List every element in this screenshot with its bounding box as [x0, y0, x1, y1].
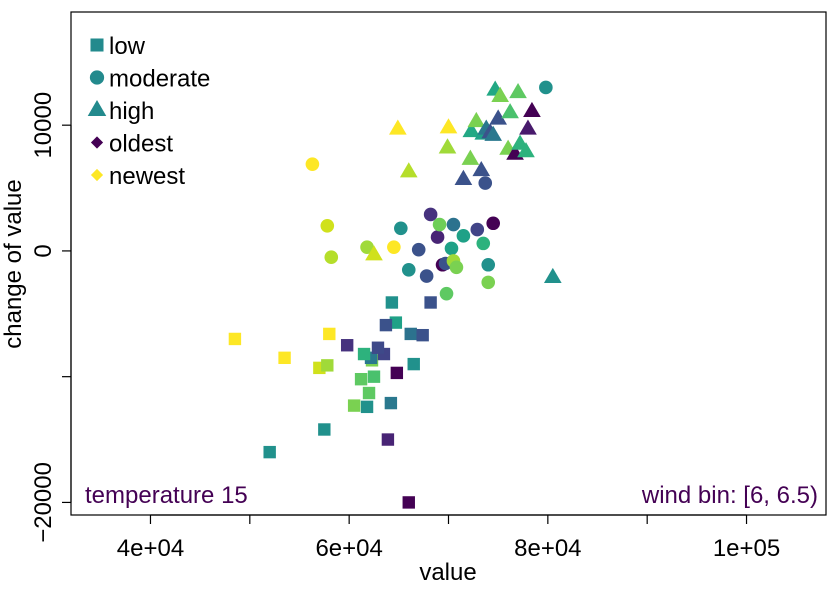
point-moderate	[446, 217, 461, 232]
x-tick-label: 4e+04	[117, 535, 184, 562]
point-moderate	[439, 286, 454, 301]
point-high	[519, 119, 537, 135]
legend: low moderate high oldest newest	[87, 33, 210, 190]
point-high	[501, 103, 519, 119]
point-high	[462, 121, 481, 138]
point-low	[278, 351, 291, 365]
point-moderate	[394, 221, 408, 236]
point-high	[461, 149, 480, 165]
legend-label-oldest: oldest	[109, 131, 173, 158]
x-axis: 4e+04 6e+04 8e+04 1e+05	[117, 514, 780, 562]
point-moderate	[324, 250, 339, 265]
point-moderate	[430, 230, 445, 244]
x-tick-label: 6e+04	[315, 535, 382, 562]
point-low	[357, 347, 371, 361]
point-moderate	[387, 240, 401, 254]
legend-label-high: high	[109, 98, 154, 125]
point-moderate	[539, 80, 553, 95]
y-axis-label: change of value	[0, 179, 27, 348]
y-tick-label: −20000	[30, 462, 57, 543]
point-moderate	[481, 275, 496, 290]
point-high	[484, 125, 503, 141]
y-axis: −20000 0 10000	[30, 92, 72, 543]
point-moderate	[305, 157, 320, 171]
point-moderate	[320, 218, 335, 233]
point-low	[323, 327, 336, 341]
wind-bin-annotation: wind bin: [6, 6.5)	[641, 482, 818, 509]
point-low	[390, 366, 404, 380]
point-low	[384, 396, 398, 410]
point-low	[424, 296, 437, 309]
point-moderate	[481, 257, 496, 272]
point-high	[389, 119, 407, 135]
point-low	[354, 372, 368, 386]
point-low	[347, 399, 361, 412]
legend-label-low: low	[109, 33, 146, 60]
point-moderate	[360, 240, 374, 254]
point-low	[263, 445, 276, 459]
point-high	[365, 245, 383, 261]
y-tick-label: 0	[30, 244, 57, 257]
point-low	[416, 328, 429, 342]
point-moderate	[449, 260, 464, 275]
points-layer	[228, 80, 562, 509]
point-moderate	[456, 229, 471, 243]
point-low	[340, 339, 354, 352]
legend-marker-oldest	[90, 136, 104, 149]
point-low	[367, 370, 381, 383]
point-high	[489, 109, 508, 125]
point-moderate	[478, 176, 493, 190]
point-high	[438, 138, 457, 154]
point-high	[517, 142, 535, 158]
point-high	[491, 86, 509, 102]
point-low	[318, 423, 331, 436]
point-low	[407, 357, 420, 371]
point-low	[379, 318, 393, 332]
point-high	[467, 111, 486, 128]
point-moderate	[411, 242, 426, 257]
point-moderate	[401, 262, 416, 277]
point-high	[523, 101, 541, 118]
point-low	[371, 341, 385, 354]
legend-marker-high	[87, 100, 107, 116]
x-axis-label: value	[419, 559, 476, 586]
point-high	[454, 169, 473, 185]
point-low	[228, 332, 242, 346]
point-low	[402, 496, 415, 509]
point-moderate	[444, 241, 459, 256]
point-low	[385, 296, 399, 309]
point-moderate	[432, 217, 447, 232]
x-tick-label: 1e+05	[713, 535, 780, 562]
point-low	[381, 433, 395, 446]
legend-label-newest: newest	[109, 163, 185, 190]
temperature-annotation: temperature 15	[85, 482, 248, 509]
point-moderate	[419, 269, 434, 283]
point-high	[439, 118, 458, 134]
point-moderate	[486, 216, 501, 231]
y-tick-label: 10000	[30, 92, 57, 159]
point-high	[509, 82, 527, 99]
legend-marker-low	[90, 38, 104, 52]
point-moderate	[423, 207, 438, 222]
x-tick-label: 8e+04	[514, 535, 581, 562]
legend-label-moderate: moderate	[109, 66, 210, 93]
point-low	[389, 316, 403, 329]
point-high	[543, 267, 562, 284]
legend-marker-newest	[90, 168, 104, 182]
point-moderate	[476, 236, 491, 251]
legend-marker-moderate	[89, 70, 105, 85]
point-high	[399, 162, 418, 178]
point-low	[362, 386, 376, 400]
point-high	[472, 160, 491, 177]
point-moderate	[470, 222, 485, 237]
point-low	[404, 327, 417, 341]
point-low	[360, 400, 374, 414]
point-low	[321, 359, 334, 372]
